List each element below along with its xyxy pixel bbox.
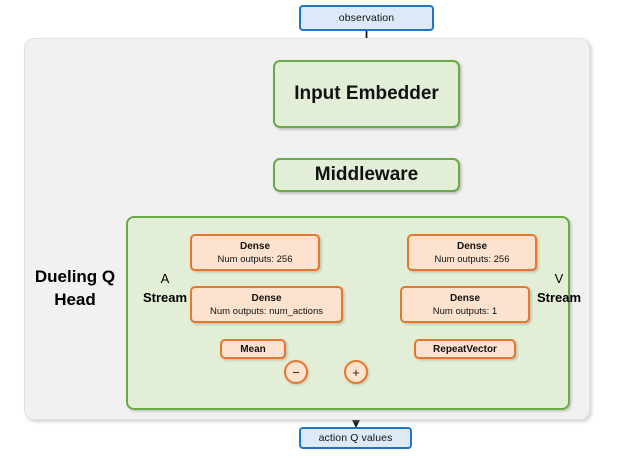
a-stream-dense-actions-title: Dense xyxy=(251,292,282,304)
repeat-vector-label: RepeatVector xyxy=(433,343,497,355)
action-q-values-label: action Q values xyxy=(318,432,393,444)
a-stream-dense-256-title: Dense xyxy=(239,240,270,252)
repeat-vector-node[interactable]: RepeatVector xyxy=(414,339,516,359)
a-stream-label: A Stream xyxy=(136,269,194,307)
input-embedder-label: Input Embedder xyxy=(294,83,439,104)
a-stream-dense-actions-node[interactable]: Dense Num outputs: num_actions xyxy=(190,286,343,323)
a-stream-dense-actions-detail: Num outputs: num_actions xyxy=(209,305,323,317)
v-stream-label-line2: Stream xyxy=(536,290,582,305)
v-stream-label: V Stream xyxy=(528,269,590,307)
middleware-node[interactable]: Middleware xyxy=(273,158,460,192)
action-q-values-node[interactable]: action Q values xyxy=(299,427,412,449)
v-stream-dense-1-node[interactable]: Dense Num outputs: 1 xyxy=(400,286,530,323)
observation-label: observation xyxy=(338,12,395,24)
a-stream-label-line1: A xyxy=(160,271,170,286)
mean-node[interactable]: Mean xyxy=(220,339,286,359)
dueling-q-head-label: Dueling Q Head xyxy=(34,267,116,309)
subtract-symbol: − xyxy=(292,364,300,380)
mean-label: Mean xyxy=(240,343,266,355)
a-stream-dense-256-node[interactable]: Dense Num outputs: 256 xyxy=(190,234,320,271)
v-stream-dense-256-title: Dense xyxy=(456,240,487,252)
v-stream-dense-1-title: Dense xyxy=(449,292,480,304)
add-symbol: + xyxy=(352,364,360,380)
v-stream-dense-256-detail: Num outputs: 256 xyxy=(434,253,510,265)
a-stream-dense-256-detail: Num outputs: 256 xyxy=(217,253,293,265)
middleware-label: Middleware xyxy=(314,164,419,185)
v-stream-dense-1-detail: Num outputs: 1 xyxy=(432,305,498,317)
v-stream-dense-256-node[interactable]: Dense Num outputs: 256 xyxy=(407,234,537,271)
observation-node[interactable]: observation xyxy=(299,5,434,31)
add-operator[interactable]: + xyxy=(344,360,368,384)
subtract-operator[interactable]: − xyxy=(284,360,308,384)
a-stream-label-line2: Stream xyxy=(142,290,188,305)
input-embedder-node[interactable]: Input Embedder xyxy=(273,60,460,128)
v-stream-label-line1: V xyxy=(554,271,564,286)
